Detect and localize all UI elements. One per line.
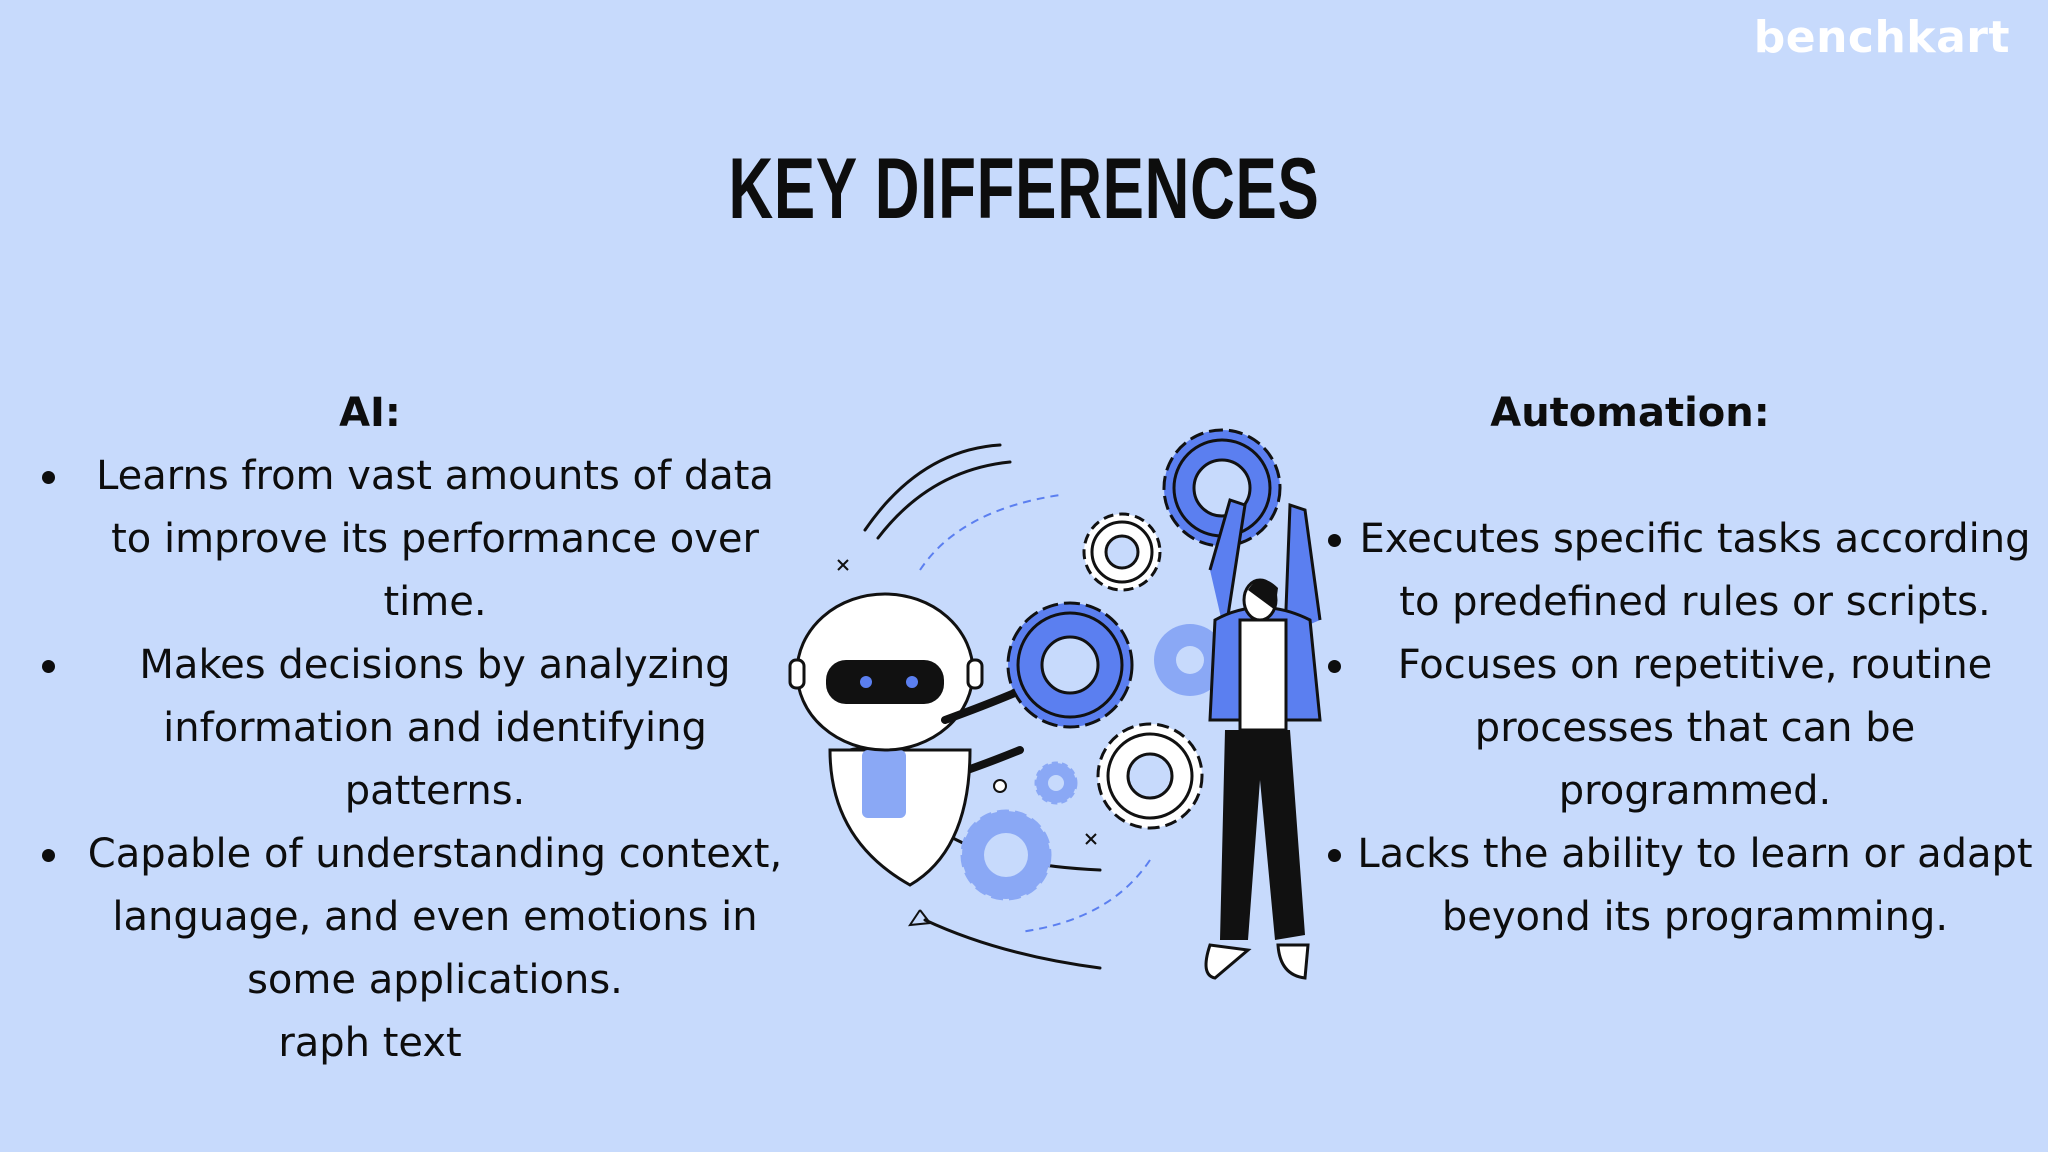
bullet-icon — [1328, 534, 1341, 547]
list-item: Makes decisions by analyzing information… — [30, 634, 790, 823]
motion-line-icon — [876, 460, 1012, 540]
bullet-icon — [42, 849, 55, 862]
list-item-text: Focuses on repetitive, routine processes… — [1397, 642, 1993, 814]
list-item-text: Learns from vast amounts of data to impr… — [96, 453, 774, 625]
motion-line-icon — [863, 443, 1002, 532]
dashed-arc-icon — [919, 494, 1061, 571]
motion-line-icon — [923, 918, 1102, 970]
gear-icon — [1082, 512, 1162, 592]
sparkle-icon — [837, 559, 1097, 845]
list-item-text: Makes decisions by analyzing information… — [139, 642, 731, 814]
bullet-icon — [42, 660, 55, 673]
list-item-text: Capable of understanding context, langua… — [87, 831, 783, 1003]
gear-icon — [960, 809, 1052, 901]
gear-icon — [1006, 601, 1134, 729]
automation-list: Executes specific tasks according to pre… — [1320, 508, 2040, 949]
ai-heading: AI: — [339, 390, 401, 436]
gear-icon — [1034, 761, 1078, 805]
brand-logo: benchkart — [1753, 12, 2010, 63]
list-item: Learns from vast amounts of data to impr… — [30, 445, 790, 634]
robot-and-person-illustration — [788, 428, 1322, 980]
list-item: Executes specific tasks according to pre… — [1320, 508, 2040, 634]
bullet-icon — [1328, 849, 1341, 862]
ai-column: AI: Learns from vast amounts of data to … — [30, 382, 790, 1075]
automation-heading: Automation: — [1490, 390, 1770, 436]
list-item: Capable of understanding context, langua… — [30, 823, 790, 1012]
page-title: KEY DIFFERENCES — [728, 141, 1320, 237]
trailing-text: raph text — [278, 1020, 462, 1066]
gear-icon — [1162, 428, 1282, 548]
list-item-text: Executes specific tasks according to pre… — [1359, 516, 2031, 625]
person-icon — [1204, 498, 1322, 980]
ai-list: Learns from vast amounts of data to impr… — [30, 445, 790, 1012]
list-item-text: Lacks the ability to learn or adapt beyo… — [1357, 831, 2033, 940]
robot-icon — [788, 592, 1044, 887]
bullet-icon — [42, 471, 55, 484]
dot-icon — [993, 779, 1007, 793]
dashed-arc-icon — [1019, 859, 1151, 933]
bullet-icon — [1328, 660, 1341, 673]
arrow-head-icon — [907, 909, 932, 927]
gear-icon — [1154, 624, 1226, 696]
automation-column: Automation: Executes specific tasks acco… — [1320, 382, 2040, 949]
gear-icon — [1096, 722, 1204, 830]
list-item: Focuses on repetitive, routine processes… — [1320, 634, 2040, 823]
list-item: Lacks the ability to learn or adapt beyo… — [1320, 823, 2040, 949]
